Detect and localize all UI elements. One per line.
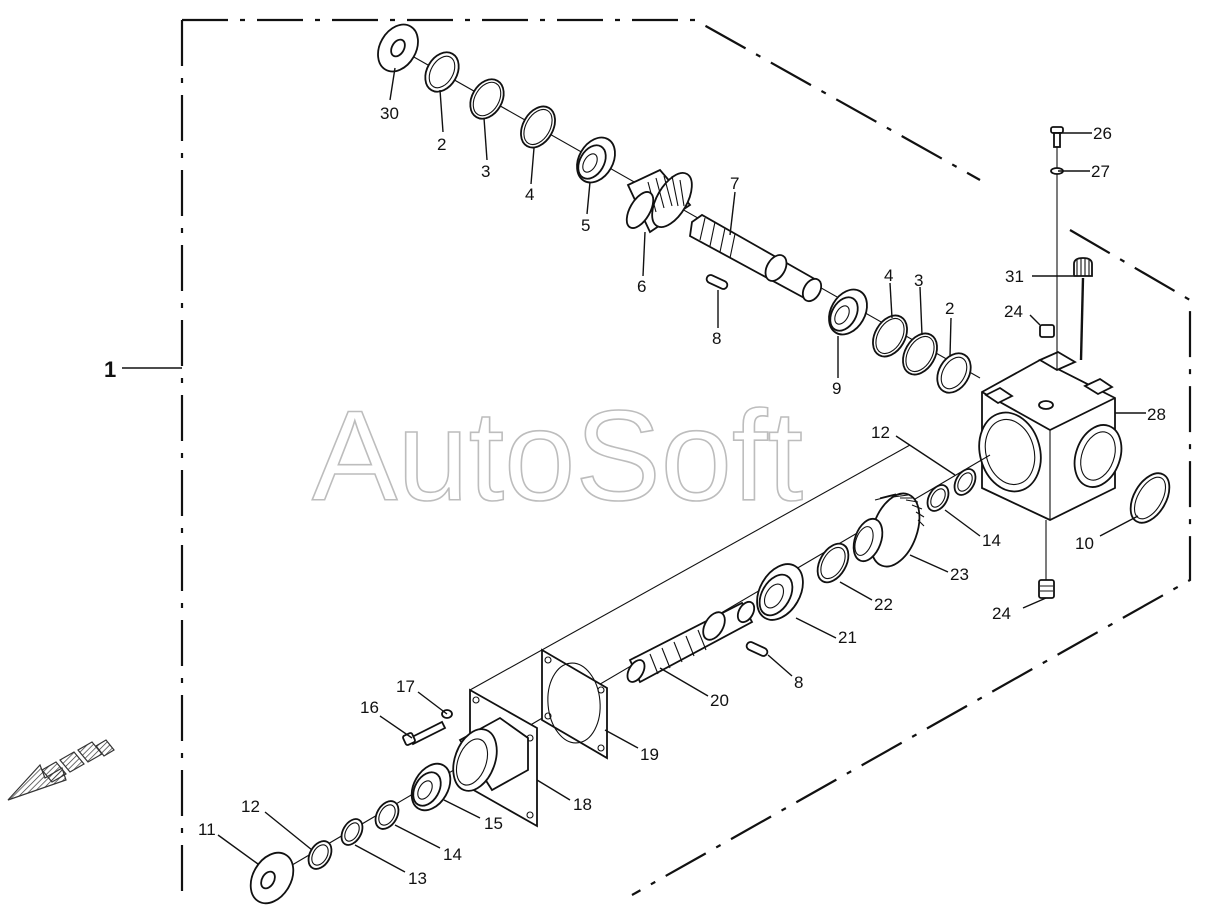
- part-14-ring-left: [374, 800, 400, 830]
- callout-18: 18: [573, 795, 592, 814]
- callout-4-right: 4: [884, 266, 893, 285]
- callout-5: 5: [581, 216, 590, 235]
- callout-28: 28: [1147, 405, 1166, 424]
- callout-3: 3: [481, 162, 490, 181]
- part-8-key-lower: [745, 641, 769, 657]
- part-30-washer: [377, 23, 419, 73]
- front-direction-arrow-icon: [7, 739, 115, 801]
- part-13-ring: [340, 818, 364, 846]
- part-21-bearing: [756, 563, 804, 621]
- part-3-ring-right: [902, 332, 938, 376]
- callout-14-right: 14: [982, 531, 1001, 550]
- part-16-bolt: [402, 720, 447, 746]
- callout-22: 22: [874, 595, 893, 614]
- callout-2-right: 2: [945, 299, 954, 318]
- callout-11: 11: [198, 820, 216, 839]
- part-19-gasket: [541, 648, 608, 760]
- part-31-dipstick: [1073, 257, 1093, 361]
- watermark-text: AutoSoft: [312, 385, 803, 528]
- part-2-circlip-right: [936, 352, 972, 394]
- callout-17: 17: [396, 677, 415, 696]
- callout-8-upper: 8: [712, 329, 721, 348]
- callout-23: 23: [950, 565, 969, 584]
- callout-2: 2: [437, 135, 446, 154]
- part-22-ring: [816, 542, 850, 584]
- callout-19: 19: [640, 745, 659, 764]
- part-5-bearing: [576, 136, 616, 184]
- callout-7: 7: [730, 174, 739, 193]
- callout-9: 9: [832, 379, 841, 398]
- part-2-circlip: [424, 51, 460, 93]
- part-26-screw: [1050, 126, 1064, 148]
- assembly-number: 1: [104, 357, 116, 382]
- part-4-ring-right: [872, 314, 908, 358]
- callout-10: 10: [1075, 534, 1094, 553]
- callout-30: 30: [380, 104, 399, 123]
- assembly-label: 1: [104, 357, 182, 382]
- callout-16: 16: [360, 698, 379, 717]
- part-24-plug-bottom: [1038, 579, 1055, 599]
- part-10-ring: [1129, 472, 1171, 524]
- callout-24-top: 24: [1004, 302, 1023, 321]
- callout-14-left: 14: [443, 845, 462, 864]
- part-4-ring: [520, 105, 556, 149]
- part-8-key-upper: [705, 274, 729, 290]
- callout-15: 15: [484, 814, 503, 833]
- callout-4: 4: [525, 185, 534, 204]
- callout-27: 27: [1091, 162, 1110, 181]
- part-12-circlip-right: [953, 468, 977, 496]
- part-11-washer: [249, 851, 295, 905]
- callout-31: 31: [1005, 267, 1024, 286]
- callout-8-lower: 8: [794, 673, 803, 692]
- part-24-plug-top: [1039, 324, 1055, 338]
- leader-lines: [217, 67, 1146, 873]
- callout-3-right: 3: [914, 271, 923, 290]
- callout-numbers: 30 2 3 4 5 6 7 8 9 4 3 2 26 27 31 24 28 …: [198, 104, 1166, 888]
- part-15-bearing: [410, 762, 452, 812]
- part-14-ring-right: [926, 484, 950, 512]
- part-12-circlip-left: [307, 840, 333, 870]
- part-7-shaft: [689, 213, 823, 303]
- part-28-gearbox-housing: [978, 350, 1123, 521]
- callout-6: 6: [637, 277, 646, 296]
- part-20-shaft: [626, 600, 756, 684]
- part-9-bearing: [828, 288, 868, 336]
- callout-13: 13: [408, 869, 427, 888]
- part-6-bevel-gear: [625, 168, 693, 234]
- assembly-boundary: [180, 18, 1192, 896]
- callout-12-right: 12: [871, 423, 890, 442]
- part-23-bevel-gear: [852, 492, 925, 568]
- callout-20: 20: [710, 691, 729, 710]
- callout-21: 21: [838, 628, 857, 647]
- callout-26: 26: [1093, 124, 1112, 143]
- callout-12-left: 12: [241, 797, 260, 816]
- callout-24-bottom: 24: [992, 604, 1011, 623]
- flange-axis-line: [469, 444, 911, 691]
- part-18-flange-housing: [452, 688, 538, 828]
- part-3-ring: [469, 78, 505, 120]
